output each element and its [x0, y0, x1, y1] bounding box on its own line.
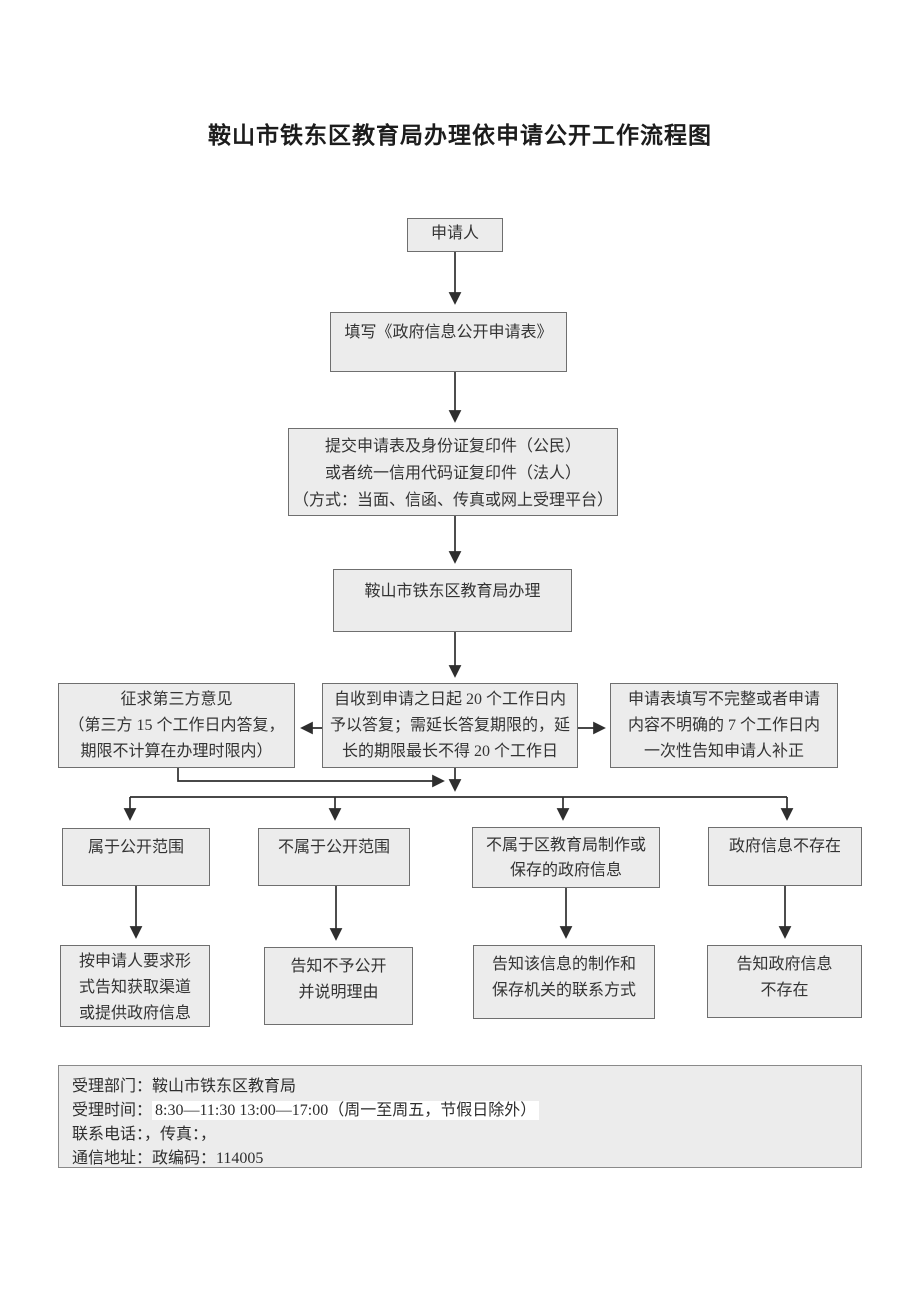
- flow-box-bureau-handling: 鞍山市铁东区教育局办理: [333, 569, 572, 632]
- flow-box-result-refuse-with-reason: 告知不予公开 并说明理由: [264, 947, 413, 1025]
- contact-label-address: 通信地址：: [72, 1150, 153, 1167]
- contact-value-address: 政编码：114005: [152, 1150, 264, 1167]
- contact-label-hours: 受理时间：: [72, 1102, 153, 1119]
- flow-box-third-party-opinion: 征求第三方意见 （第三方 15 个工作日内答复， 期限不计算在办理时限内）: [58, 683, 295, 768]
- contact-line-phone: 联系电话：，传真：，: [72, 1123, 861, 1147]
- contact-value-hours: 8:30—11:30 13:00—17:00（周一至周五，节假日除外）: [152, 1101, 540, 1120]
- flow-box-result-refer-to-authority: 告知该信息的制作和 保存机关的联系方式: [473, 945, 655, 1019]
- flow-box-supplement-notice: 申请表填写不完整或者申请 内容不明确的 7 个工作日内 一次性告知申请人补正: [610, 683, 838, 768]
- contact-value-phone: ，传真：，: [144, 1126, 217, 1143]
- flow-box-branch-within-scope: 属于公开范围: [62, 828, 210, 886]
- contact-info-panel: 受理部门：鞍山市铁东区教育局 受理时间：8:30—11:30 13:00—17:…: [58, 1065, 862, 1168]
- flow-box-result-notify-not-exist: 告知政府信息 不存在: [707, 945, 862, 1018]
- contact-value-department: 鞍山市铁东区教育局: [152, 1078, 297, 1095]
- flow-box-result-provide-info: 按申请人要求形 式告知获取渠道 或提供政府信息: [60, 945, 210, 1027]
- contact-label-phone: 联系电话：: [72, 1126, 145, 1143]
- flow-box-applicant: 申请人: [407, 218, 503, 252]
- contact-line-department: 受理部门：鞍山市铁东区教育局: [72, 1075, 861, 1099]
- flow-box-fill-form: 填写《政府信息公开申请表》: [330, 312, 567, 372]
- contact-line-address: 通信地址：政编码：114005: [72, 1147, 861, 1171]
- arrow-thirdparty-return: [177, 768, 445, 788]
- contact-line-hours: 受理时间：8:30—11:30 13:00—17:00（周一至周五，节假日除外）: [72, 1099, 861, 1123]
- flow-box-branch-not-produced-by-bureau: 不属于区教育局制作或 保存的政府信息: [472, 827, 660, 888]
- flow-box-reply-deadline: 自收到申请之日起 20 个工作日内 予以答复；需延长答复期限的，延 长的期限最长…: [322, 683, 578, 768]
- flow-box-branch-info-not-exist: 政府信息不存在: [708, 827, 862, 886]
- page-title: 鞍山市铁东区教育局办理依申请公开工作流程图: [208, 122, 712, 148]
- flow-box-submit-application: 提交申请表及身份证复印件（公民） 或者统一信用代码证复印件（法人） （方式：当面…: [288, 428, 618, 516]
- flow-box-branch-not-within-scope: 不属于公开范围: [258, 828, 410, 886]
- contact-label-department: 受理部门：: [72, 1078, 153, 1095]
